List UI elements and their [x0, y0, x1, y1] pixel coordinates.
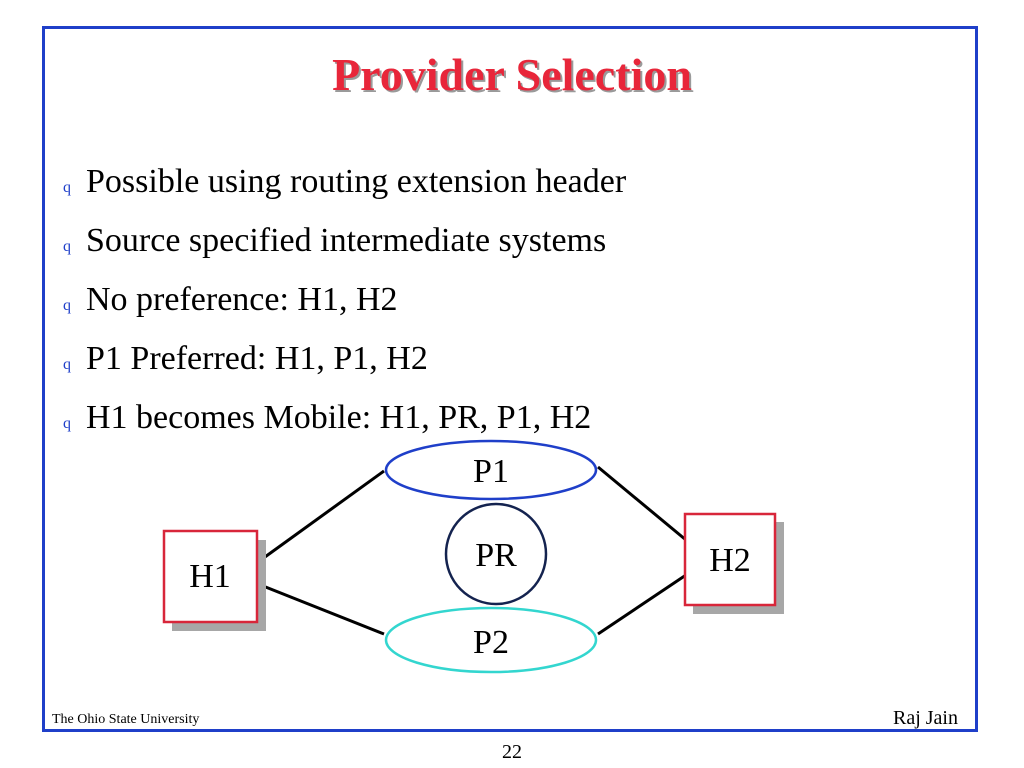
bullet-text: Source specified intermediate systems: [86, 221, 607, 259]
page-number: 22: [502, 741, 522, 763]
slide-title: Provider Selection: [332, 49, 692, 100]
h2-box: [683, 512, 777, 607]
bullet-item: q Source specified intermediate systems: [48, 211, 626, 270]
bullet-marker: q: [63, 355, 71, 373]
p2-label: P2: [473, 624, 509, 661]
p1-label: P1: [473, 453, 509, 490]
link-p1-h2: [597, 465, 687, 542]
bullet-text: P1 Preferred: H1, P1, H2: [86, 339, 428, 377]
pr-label: PR: [475, 537, 517, 574]
bullet-text: H1 becomes Mobile: H1, PR, P1, H2: [86, 398, 592, 436]
bullet-item: q Possible using routing extension heade…: [48, 152, 626, 211]
bullet-marker: q: [63, 178, 71, 196]
link-h1-p1: [257, 469, 385, 564]
bullet-item: q P1 Preferred: H1, P1, H2: [48, 329, 626, 388]
footer-author: Raj Jain: [893, 707, 958, 729]
bullet-marker: q: [63, 414, 71, 432]
bullet-item: q No preference: H1, H2: [48, 270, 626, 329]
bullet-marker: q: [63, 296, 71, 314]
p1-ellipse: [384, 439, 598, 501]
h1-box: [162, 529, 259, 624]
h1-label: H1: [189, 558, 231, 595]
h2-label: H2: [709, 542, 751, 579]
link-p2-h2: [597, 573, 687, 636]
bullet-marker: q: [63, 237, 71, 255]
bullet-text: No preference: H1, H2: [86, 280, 398, 318]
link-h1-p2: [257, 582, 385, 636]
bullet-list: q Possible using routing extension heade…: [48, 152, 626, 447]
p2-ellipse: [384, 606, 598, 674]
pr-circle: [444, 502, 548, 606]
bullet-text: Possible using routing extension header: [86, 162, 627, 200]
bullet-item: q H1 becomes Mobile: H1, PR, P1, H2: [48, 388, 626, 447]
footer-institution: The Ohio State University: [52, 712, 200, 727]
